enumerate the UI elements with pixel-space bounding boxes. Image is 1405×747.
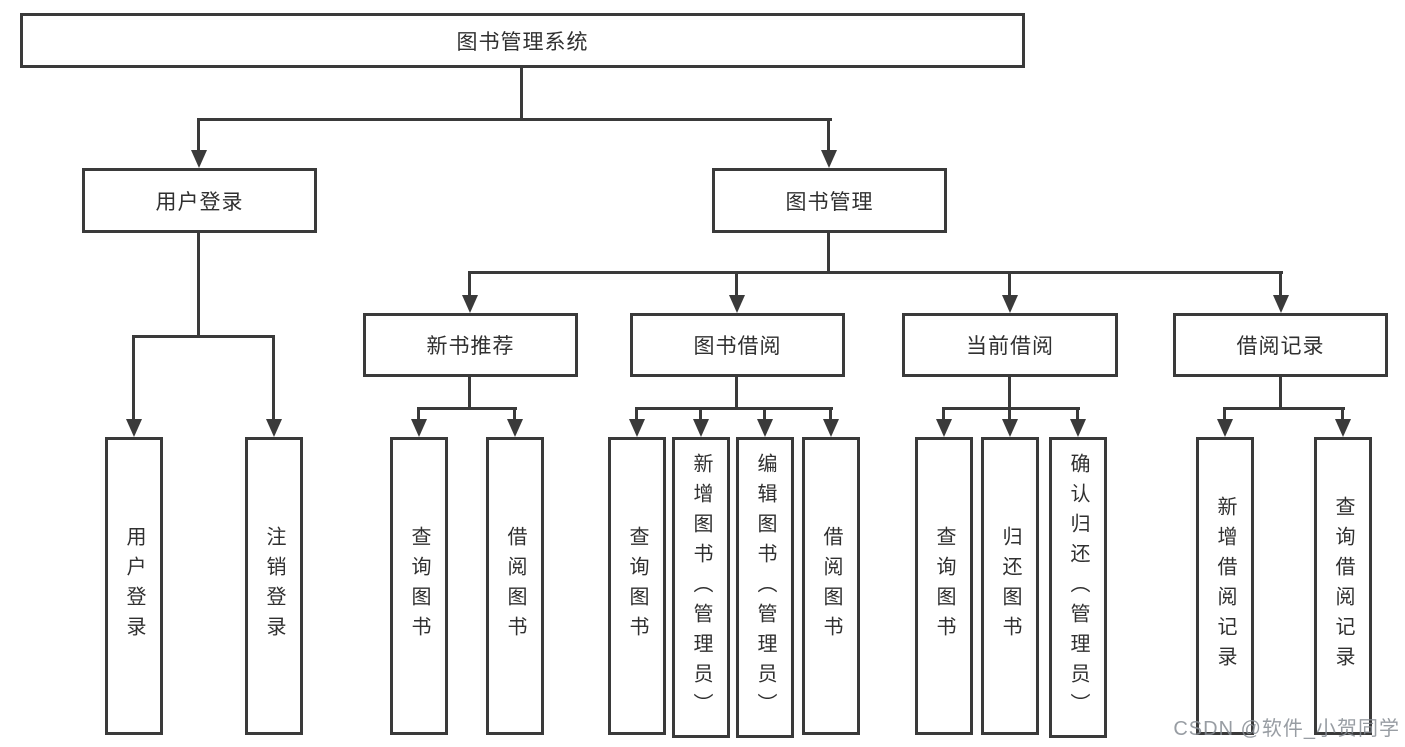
node-leaf-borrow-books: 借阅图书 bbox=[802, 437, 860, 735]
leaf-label: 新增借阅记录 bbox=[1214, 496, 1236, 676]
edge-stem bbox=[942, 407, 945, 421]
node-leaf-return-books: 归还图书 bbox=[981, 437, 1039, 735]
edge-stem bbox=[513, 407, 516, 421]
leaf-label: 用户登录 bbox=[123, 526, 145, 646]
arrow-down-icon bbox=[266, 419, 282, 437]
csdn-watermark: CSDN @软件_小贺同学 bbox=[1173, 718, 1400, 740]
arrow-down-icon bbox=[1273, 295, 1289, 313]
node-leaf-query-borrow-record: 查询借阅记录 bbox=[1314, 437, 1372, 735]
node-book-management: 图书管理 bbox=[712, 168, 947, 233]
edge-stem bbox=[827, 118, 830, 152]
node-leaf-user-login: 用户登录 bbox=[105, 437, 163, 735]
edge-stem bbox=[735, 271, 738, 297]
leaf-label: 查询图书 bbox=[408, 526, 430, 646]
leaf-label: 归还图书 bbox=[999, 526, 1021, 646]
edge-stem bbox=[468, 271, 471, 297]
edge-stem bbox=[635, 407, 638, 421]
edge-book-borrow-trunk bbox=[735, 377, 738, 407]
node-current-borrow: 当前借阅 bbox=[902, 313, 1118, 377]
edge-borrow-records-bar bbox=[1223, 407, 1345, 410]
node-leaf-logout: 注销登录 bbox=[245, 437, 303, 735]
arrow-down-icon bbox=[1002, 419, 1018, 437]
edge-user-login-bar bbox=[132, 335, 274, 338]
leaf-label: 确认归还（管理员） bbox=[1067, 452, 1089, 723]
node-leaf-confirm-return-admin: 确认归还（管理员） bbox=[1049, 437, 1107, 738]
arrow-down-icon bbox=[126, 419, 142, 437]
edge-stem bbox=[1008, 271, 1011, 297]
arrow-down-icon bbox=[507, 419, 523, 437]
leaf-label: 借阅图书 bbox=[504, 526, 526, 646]
arrow-down-icon bbox=[693, 419, 709, 437]
leaf-label: 新增图书（管理员） bbox=[690, 452, 712, 723]
node-new-book-recommend: 新书推荐 bbox=[363, 313, 578, 377]
node-leaf-query-books-recommend: 查询图书 bbox=[390, 437, 448, 735]
arrow-down-icon bbox=[191, 150, 207, 168]
edge-new-book-trunk bbox=[468, 377, 471, 407]
leaf-label: 注销登录 bbox=[263, 526, 285, 646]
node-leaf-borrow-books-recommend: 借阅图书 bbox=[486, 437, 544, 735]
edge-borrow-records-trunk bbox=[1279, 377, 1282, 407]
arrow-down-icon bbox=[629, 419, 645, 437]
edge-current-borrow-bar bbox=[942, 407, 1080, 410]
node-leaf-query-books-borrow: 查询图书 bbox=[608, 437, 666, 735]
node-leaf-edit-books-admin: 编辑图书（管理员） bbox=[736, 437, 794, 738]
node-leaf-query-books-current: 查询图书 bbox=[915, 437, 973, 735]
arrow-down-icon bbox=[462, 295, 478, 313]
edge-stem bbox=[763, 407, 766, 421]
arrow-down-icon bbox=[411, 419, 427, 437]
edge-book-borrow-bar bbox=[635, 407, 833, 410]
node-book-borrow: 图书借阅 bbox=[630, 313, 845, 377]
arrow-down-icon bbox=[1070, 419, 1086, 437]
arrow-down-icon bbox=[757, 419, 773, 437]
leaf-label: 借阅图书 bbox=[820, 526, 842, 646]
leaf-label: 查询图书 bbox=[933, 526, 955, 646]
edge-stem bbox=[1279, 271, 1282, 297]
edge-stem bbox=[417, 407, 420, 421]
edge-book-mgmt-trunk bbox=[827, 233, 830, 271]
edge-stem bbox=[699, 407, 702, 421]
edge-stem bbox=[197, 118, 200, 152]
arrow-down-icon bbox=[936, 419, 952, 437]
leaf-label: 查询图书 bbox=[626, 526, 648, 646]
arrow-down-icon bbox=[1335, 419, 1351, 437]
arrow-down-icon bbox=[729, 295, 745, 313]
edge-new-book-bar bbox=[417, 407, 517, 410]
edge-root-trunk bbox=[520, 68, 523, 118]
edge-current-borrow-trunk bbox=[1008, 377, 1011, 407]
node-leaf-add-borrow-record: 新增借阅记录 bbox=[1196, 437, 1254, 735]
node-leaf-add-books-admin: 新增图书（管理员） bbox=[672, 437, 730, 738]
node-borrow-records: 借阅记录 bbox=[1173, 313, 1388, 377]
edge-stem bbox=[1223, 407, 1226, 421]
leaf-label: 查询借阅记录 bbox=[1332, 496, 1354, 676]
edge-level3-bar bbox=[468, 271, 1283, 274]
edge-user-login-trunk bbox=[197, 233, 200, 335]
edge-stem bbox=[1008, 407, 1011, 421]
edge-stem bbox=[1076, 407, 1079, 421]
node-root-library-system: 图书管理系统 bbox=[20, 13, 1025, 68]
arrow-down-icon bbox=[821, 150, 837, 168]
edge-stem bbox=[272, 335, 275, 421]
arrow-down-icon bbox=[1217, 419, 1233, 437]
arrow-down-icon bbox=[823, 419, 839, 437]
leaf-label: 编辑图书（管理员） bbox=[754, 452, 776, 723]
edge-stem bbox=[1341, 407, 1344, 421]
arrow-down-icon bbox=[1002, 295, 1018, 313]
edge-stem bbox=[132, 335, 135, 421]
edge-level2-bar bbox=[197, 118, 832, 121]
node-user-login: 用户登录 bbox=[82, 168, 317, 233]
edge-stem bbox=[829, 407, 832, 421]
